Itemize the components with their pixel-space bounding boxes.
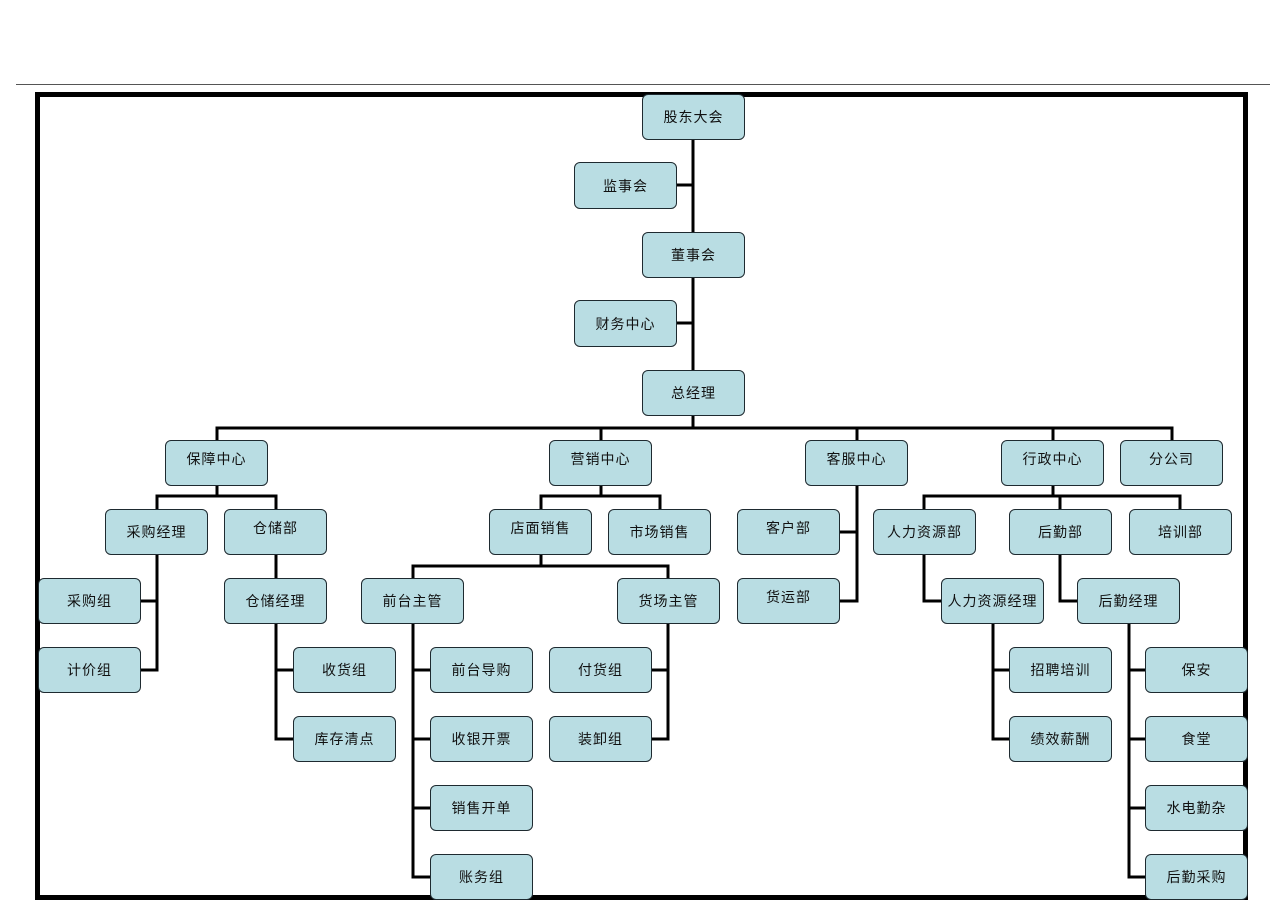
node-store-sales: 店面销售 bbox=[489, 509, 592, 555]
node-purchasing-group: 采购组 bbox=[38, 578, 141, 624]
node-branch-company: 分公司 bbox=[1120, 440, 1223, 486]
node-canteen: 食堂 bbox=[1145, 716, 1248, 762]
node-admin-center: 行政中心 bbox=[1001, 440, 1104, 486]
node-customer-dept: 客户部 bbox=[737, 509, 840, 555]
node-receiving-group: 收货组 bbox=[293, 647, 396, 693]
node-board-of-directors: 董事会 bbox=[642, 232, 745, 278]
node-warehouse-dept: 仓储部 bbox=[224, 509, 327, 555]
node-hr-manager: 人力资源经理 bbox=[941, 578, 1044, 624]
chart-frame bbox=[35, 92, 1248, 900]
node-hr-dept: 人力资源部 bbox=[873, 509, 976, 555]
node-accounts-group: 账务组 bbox=[430, 854, 533, 900]
node-delivery-group: 付货组 bbox=[549, 647, 652, 693]
node-support-center: 保障中心 bbox=[165, 440, 268, 486]
node-market-sales: 市场销售 bbox=[608, 509, 711, 555]
node-shareholders: 股东大会 bbox=[642, 94, 745, 140]
node-marketing-center: 营销中心 bbox=[549, 440, 652, 486]
node-cashier-invoicing: 收银开票 bbox=[430, 716, 533, 762]
node-security: 保安 bbox=[1145, 647, 1248, 693]
node-logistics-purchasing: 后勤采购 bbox=[1145, 854, 1248, 900]
node-freight-dept: 货运部 bbox=[737, 578, 840, 624]
node-recruiting-training: 招聘培训 bbox=[1009, 647, 1112, 693]
node-sales-order: 销售开单 bbox=[430, 785, 533, 831]
node-front-desk-lead: 前台主管 bbox=[361, 578, 464, 624]
header-rule bbox=[16, 84, 1270, 85]
node-loading-group: 装卸组 bbox=[549, 716, 652, 762]
node-finance-center: 财务中心 bbox=[574, 300, 677, 347]
node-performance-payroll: 绩效薪酬 bbox=[1009, 716, 1112, 762]
node-service-center: 客服中心 bbox=[805, 440, 908, 486]
node-warehouse-manager: 仓储经理 bbox=[224, 578, 327, 624]
node-supervisory-board: 监事会 bbox=[574, 162, 677, 209]
node-general-manager: 总经理 bbox=[642, 370, 745, 416]
node-pricing-group: 计价组 bbox=[38, 647, 141, 693]
node-logistics-dept: 后勤部 bbox=[1009, 509, 1112, 555]
node-training-dept: 培训部 bbox=[1129, 509, 1232, 555]
node-utilities-chores: 水电勤杂 bbox=[1145, 785, 1248, 831]
node-yard-lead: 货场主管 bbox=[617, 578, 720, 624]
node-inventory-count: 库存清点 bbox=[293, 716, 396, 762]
node-purchasing-manager: 采购经理 bbox=[105, 509, 208, 555]
node-front-desk-guide: 前台导购 bbox=[430, 647, 533, 693]
node-logistics-manager: 后勤经理 bbox=[1077, 578, 1180, 624]
